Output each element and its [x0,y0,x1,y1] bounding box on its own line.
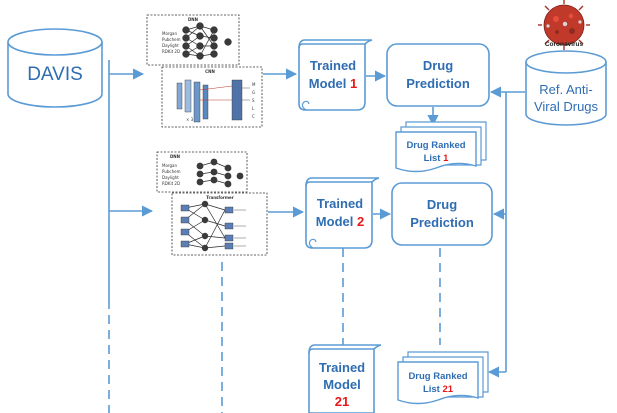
fingerprint-label: Pubchem [162,37,181,42]
network-figure-2: DNN Morgan Pubchem Daylight RDKit 2D Tra… [156,151,268,256]
fingerprint-label: Morgan [162,31,177,36]
ranked-1-line1: Drug Ranked [406,140,465,151]
model-1-number: 1 [350,76,357,91]
davis-label: DAVIS [27,64,83,85]
ranked-1-line2: List [424,153,444,164]
reference-line2: Viral Drugs [534,99,599,114]
reference-drugs-database: Ref. Anti- Viral Drugs [525,50,607,126]
ranked-1-number: 1 [443,153,449,164]
output-label: L [252,106,255,111]
reference-line1: Ref. Anti- [539,82,592,97]
ranked-21-line2: List [423,384,443,395]
dnn-layers-1 [182,22,232,60]
fingerprint-label: Morgan [162,163,177,168]
svg-text:Model 2: Model 2 [316,214,364,229]
transformer-title: Transformer [206,195,234,200]
svg-text:List 1: List 1 [424,153,450,164]
dnn-title-2: DNN [170,154,180,159]
ranked-21-number: 21 [442,384,453,395]
model-2-number: 2 [357,214,364,229]
prediction-1-line2: Prediction [406,76,470,91]
dnn-layers-2 [196,158,244,188]
trained-model-21: Trained Model 21 [308,344,382,413]
model-2-line1: Trained [317,196,363,211]
output-label: G [252,90,255,95]
cnn-layers: × 3 M G S L C [176,79,256,123]
model-21-line2: Model [323,377,361,392]
model-2-line2: Model [316,214,357,229]
fingerprint-label: RDKit 2D [162,181,180,186]
trained-model-1: Trained Model 1 [298,39,373,111]
cnn-title: CNN [205,69,215,74]
fingerprint-label: RDKit 2D [162,49,180,54]
continuation-dashes [221,248,441,413]
transformer-layers [180,200,246,252]
reference-connectors [487,86,525,378]
ranked-list-21: Drug Ranked List 21 [397,351,489,405]
fingerprint-label: Daylight [162,43,179,48]
model-1-line2: Model [309,76,350,91]
davis-database: DAVIS [7,28,103,108]
svg-text:List 21: List 21 [423,384,454,395]
output-label: S [252,98,255,103]
model-1-line1: Trained [310,58,356,73]
coronavirus-icon: Coronavirus [538,0,590,50]
network-figure-1: DNN Morgan Pubchem Daylight RDKit 2D CNN… [146,14,263,128]
dnn-title-1: DNN [188,17,198,22]
prediction-2-line1: Drug [427,197,457,212]
svg-text:Model 1: Model 1 [309,76,357,91]
davis-connectors [108,60,154,413]
drug-prediction-2: Drug Prediction [391,182,493,246]
drug-prediction-1: Drug Prediction [386,43,490,107]
ranked-list-1: Drug Ranked List 1 [395,121,487,173]
trained-model-2: Trained Model 2 [305,177,380,249]
output-label: C [252,114,255,119]
model-21-line1: Trained [319,360,365,375]
model-21-number: 21 [335,394,349,409]
prediction-2-line2: Prediction [410,215,474,230]
fingerprint-label: Pubchem [162,169,181,174]
fingerprint-label: Daylight [162,175,179,180]
output-label: M [252,82,256,87]
prediction-1-line1: Drug [423,58,453,73]
virus-caption: Coronavirus [545,41,584,48]
repeat-label: × 3 [186,117,194,122]
ranked-21-line1: Drug Ranked [408,371,467,382]
